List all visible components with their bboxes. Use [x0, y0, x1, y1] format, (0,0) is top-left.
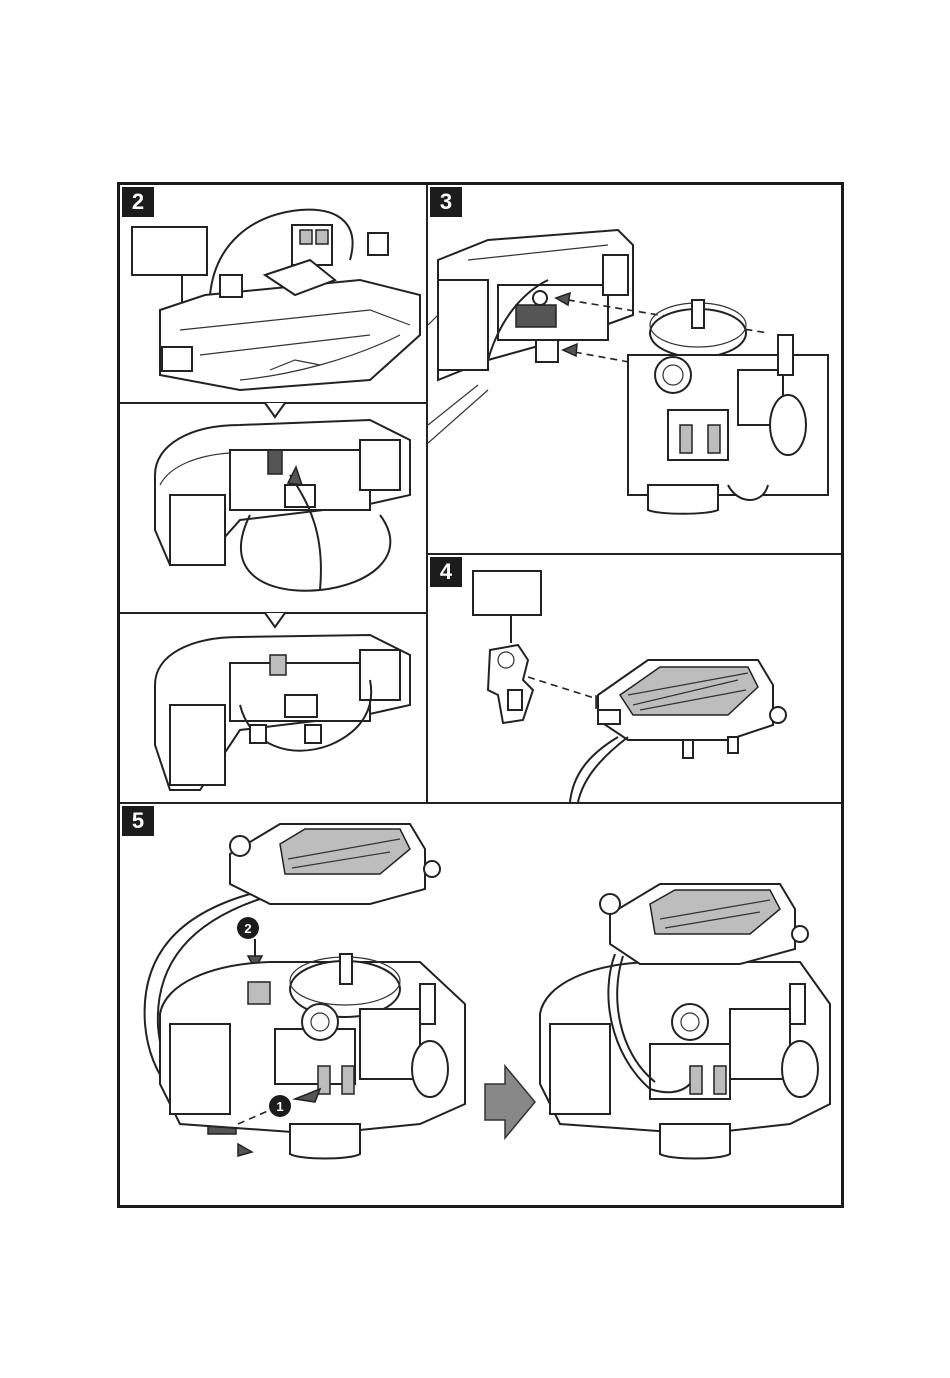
step-2-panel: 2 — [120, 185, 428, 802]
step-5-illustration: 2 — [120, 804, 841, 1205]
step-5-solar-panel-left — [230, 824, 440, 904]
step-3-panel: 3 — [428, 185, 841, 555]
step-5-panel: 5 2 — [120, 802, 841, 1205]
step-4-label-box — [473, 571, 541, 615]
step-5-assembled-unit — [540, 884, 830, 1159]
step-3-illustration — [428, 185, 841, 555]
svg-text:1: 1 — [276, 1099, 283, 1114]
step-5-gray-block — [248, 982, 270, 1004]
step-4-clip-part — [488, 645, 533, 723]
step-4-solar-panel — [570, 660, 786, 802]
step-5-callout-2: 2 — [237, 917, 259, 939]
step-2-wired-view — [155, 635, 410, 790]
step-3-main-body — [628, 300, 828, 514]
arrow-right-icon — [485, 1066, 535, 1138]
step-2-wiring-view — [155, 420, 410, 591]
step-2-label-box — [132, 227, 207, 275]
svg-text:2: 2 — [244, 921, 251, 936]
step-4-illustration — [428, 555, 841, 802]
step-2-illustration — [120, 185, 428, 802]
step-5-small-arrow — [238, 1144, 252, 1156]
instruction-frame: 2 — [117, 182, 844, 1208]
step-4-panel: 4 — [428, 555, 841, 802]
step-5-callout-1: 1 — [269, 1095, 291, 1117]
step-5-main-body-left — [160, 954, 465, 1159]
